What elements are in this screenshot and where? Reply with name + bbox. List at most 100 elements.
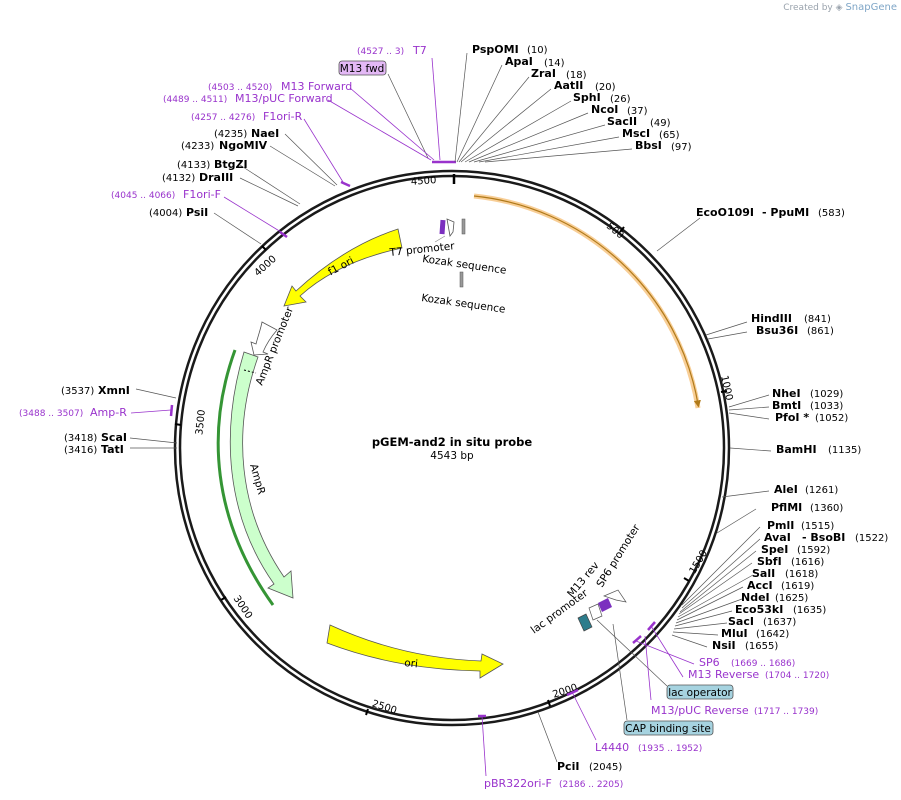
plasmid-title: pGEM-and2 in situ probe bbox=[372, 435, 533, 449]
primer-pbr322ori-f: pBR322ori-F(2186 .. 2205) bbox=[484, 777, 623, 790]
enzyme-psii: (4004) PsiI bbox=[149, 206, 208, 219]
enzyme-apai: ApaI (14) bbox=[505, 55, 565, 69]
enzyme-sacii: SacII (49) bbox=[607, 115, 671, 129]
svg-text:(1935 .. 1952): (1935 .. 1952) bbox=[638, 744, 702, 754]
svg-text:(4503 .. 4520): (4503 .. 4520) bbox=[208, 83, 272, 93]
enzyme-msci: MscI(65) bbox=[622, 127, 680, 141]
svg-text:(841): (841) bbox=[804, 314, 831, 325]
enzyme-hindiii: HindIII (841) bbox=[751, 312, 831, 325]
svg-text:PciI: PciI bbox=[557, 760, 579, 773]
svg-text:(1135): (1135) bbox=[828, 445, 861, 456]
ampr-promoter-feature bbox=[250, 321, 278, 356]
enzyme-bsu36i: Bsu36I(861) bbox=[756, 324, 834, 337]
svg-text:(1655): (1655) bbox=[745, 641, 778, 652]
svg-text:ScaI: ScaI bbox=[101, 431, 127, 444]
enzyme-tati: (3416)TatI bbox=[64, 443, 124, 456]
enzyme-mlui: MluI(1642) bbox=[721, 627, 789, 640]
enzyme-pcii: PciI(2045) bbox=[557, 760, 622, 773]
svg-text:(1619): (1619) bbox=[781, 581, 814, 592]
svg-text:PmlI: PmlI bbox=[767, 519, 794, 532]
svg-text:(14): (14) bbox=[544, 58, 565, 69]
svg-text:AleI: AleI bbox=[774, 483, 798, 496]
svg-text:AvaI: AvaI bbox=[764, 531, 791, 544]
svg-text:TatI: TatI bbox=[101, 443, 124, 456]
svg-text:(1515): (1515) bbox=[801, 521, 834, 532]
svg-text:ZraI: ZraI bbox=[531, 67, 556, 80]
lac-operator-feature bbox=[588, 603, 603, 621]
kozak2-label: Kozak sequence bbox=[421, 292, 507, 316]
m13-fwd-box: M13 fwd bbox=[338, 60, 387, 76]
svg-text:(20): (20) bbox=[595, 82, 616, 93]
svg-text:(1637): (1637) bbox=[763, 617, 796, 628]
enzyme-bmti: BmtI(1033) bbox=[772, 399, 843, 412]
svg-text:PsiI: PsiI bbox=[186, 206, 208, 219]
cap-binding-site-box: CAP binding site bbox=[623, 720, 714, 736]
primer-m13-forward: (4503 .. 4520)M13 Forward bbox=[208, 80, 352, 93]
svg-text:(4233): (4233) bbox=[181, 141, 214, 152]
svg-text:SpeI: SpeI bbox=[761, 543, 788, 556]
svg-text:MluI: MluI bbox=[721, 627, 748, 640]
svg-text:NsiI: NsiI bbox=[712, 639, 736, 652]
enzyme-pspomi: PspOMI(10) bbox=[472, 43, 548, 56]
svg-text:BamHI: BamHI bbox=[776, 443, 817, 456]
svg-text:NgoMIV: NgoMIV bbox=[219, 139, 268, 152]
svg-text:T7: T7 bbox=[412, 44, 427, 57]
svg-text:4500: 4500 bbox=[411, 175, 437, 188]
svg-text:PflMI: PflMI bbox=[771, 501, 802, 514]
kozak1-label: Kozak sequence bbox=[422, 253, 508, 277]
primer-t7: (4527 .. 3) T7 bbox=[357, 44, 427, 57]
svg-text:(37): (37) bbox=[627, 106, 648, 117]
svg-text:PspOMI: PspOMI bbox=[472, 43, 519, 56]
svg-text:(1052): (1052) bbox=[815, 413, 848, 424]
enzyme-ngomiv: (4233) NgoMIV bbox=[181, 139, 268, 152]
svg-text:(3537): (3537) bbox=[61, 386, 94, 397]
svg-text:(1029): (1029) bbox=[810, 389, 843, 400]
svg-text:SacII: SacII bbox=[607, 115, 637, 128]
enzyme-sbfi: SbfI (1616) bbox=[757, 555, 824, 568]
primer-l4440: L4440(1935 .. 1952) bbox=[595, 741, 702, 754]
svg-text:(4235): (4235) bbox=[214, 129, 247, 140]
primer-m13-reverse: M13 Reverse(1704 .. 1720) bbox=[688, 668, 829, 681]
svg-text:ApaI: ApaI bbox=[505, 55, 533, 68]
svg-text:AatII: AatII bbox=[554, 79, 583, 92]
sp6-promoter-label: SP6 promoter bbox=[594, 522, 643, 590]
sp6-promoter-feature bbox=[603, 589, 627, 603]
svg-text:(97): (97) bbox=[671, 142, 692, 153]
svg-text:(4132): (4132) bbox=[162, 173, 195, 184]
svg-text:SphI: SphI bbox=[573, 91, 601, 104]
ori-label: ori bbox=[404, 657, 419, 670]
svg-text:(4257 .. 4276): (4257 .. 4276) bbox=[191, 113, 255, 123]
svg-text:(4133): (4133) bbox=[177, 160, 210, 171]
snapgene-credit: Created by ◈ SnapGene bbox=[783, 2, 897, 13]
enzyme-bamhi: BamHI (1135) bbox=[776, 443, 861, 456]
svg-text:1500: 1500 bbox=[688, 548, 710, 576]
leaders-top bbox=[129, 52, 772, 763]
svg-text:NaeI: NaeI bbox=[251, 127, 279, 140]
svg-text:- BsoBI: - BsoBI bbox=[802, 531, 845, 544]
svg-text:NcoI: NcoI bbox=[591, 103, 618, 116]
enzyme-sali: SalI(1618) bbox=[752, 567, 818, 580]
svg-text:MscI: MscI bbox=[622, 127, 650, 140]
svg-text:(1261): (1261) bbox=[805, 485, 838, 496]
svg-text:BmtI: BmtI bbox=[772, 399, 801, 412]
lac-promoter-feature bbox=[577, 613, 593, 632]
svg-text:SbfI: SbfI bbox=[757, 555, 782, 568]
svg-text:M13 Reverse: M13 Reverse bbox=[688, 668, 759, 681]
enzyme-pfoi: PfoI *(1052) bbox=[775, 411, 848, 424]
svg-text:(1616): (1616) bbox=[791, 557, 824, 568]
svg-text:(4489 .. 4511): (4489 .. 4511) bbox=[163, 95, 227, 105]
svg-text:M13/pUC Forward: M13/pUC Forward bbox=[235, 92, 333, 105]
enzyme-naei: (4235) NaeI bbox=[214, 127, 279, 140]
svg-text:SacI: SacI bbox=[728, 615, 754, 628]
svg-text:(1522): (1522) bbox=[855, 533, 888, 544]
svg-text:M13 fwd: M13 fwd bbox=[340, 63, 385, 75]
enzyme-scai: (3418)ScaI bbox=[64, 431, 127, 444]
svg-text:(4527 .. 3): (4527 .. 3) bbox=[357, 47, 404, 57]
primer-m13-puc-forward: (4489 .. 4511) M13/pUC Forward bbox=[163, 92, 333, 105]
svg-text:3000: 3000 bbox=[231, 594, 254, 621]
svg-text:(49): (49) bbox=[650, 118, 671, 129]
svg-text:HindIII: HindIII bbox=[751, 312, 792, 325]
svg-text:(4004): (4004) bbox=[149, 208, 182, 219]
ampr-band bbox=[216, 349, 275, 606]
tick-500: 500 bbox=[604, 221, 626, 242]
